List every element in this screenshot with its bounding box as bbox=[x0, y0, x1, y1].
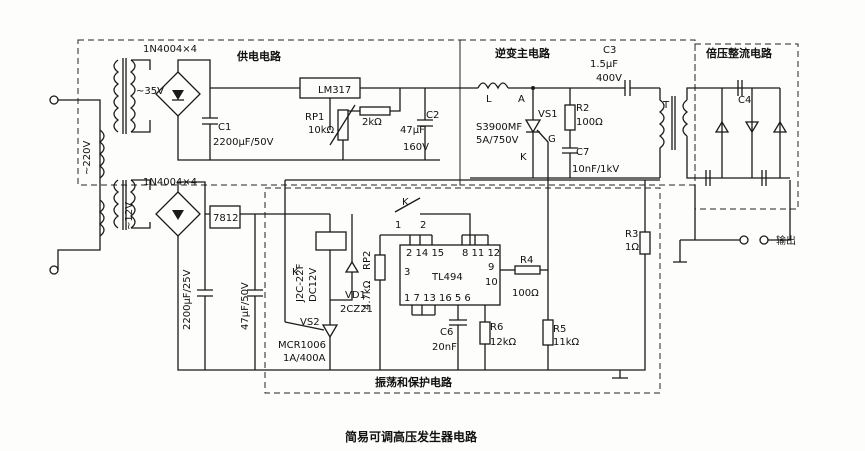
label-ic-pins-top-left: 2 14 15 bbox=[406, 248, 444, 259]
section-oscillation-protection: 振荡和保护电路 bbox=[375, 375, 453, 389]
label-t: T bbox=[662, 100, 670, 111]
label-r3: R3 bbox=[625, 229, 638, 240]
label-c-47: 47μF/50V bbox=[240, 282, 251, 330]
power-supply-box bbox=[77, 39, 461, 186]
diagram-caption: 简易可调高压发生器电路 bbox=[345, 429, 478, 444]
output-terminal-2 bbox=[759, 235, 769, 245]
resistor-r4 bbox=[514, 265, 541, 275]
label-c4: C4 bbox=[738, 95, 751, 106]
label-l: L bbox=[486, 94, 492, 105]
label-12v: ~12V bbox=[124, 202, 135, 230]
label-mcr-rating: 1A/400A bbox=[283, 353, 326, 364]
label-c-2200: 2200μF/25V bbox=[182, 269, 193, 330]
label-vs1: VS1 bbox=[538, 109, 558, 120]
label-s3900mf: S3900MF bbox=[476, 122, 522, 133]
label-vs2: VS2 bbox=[300, 317, 320, 328]
label-c2: C2 bbox=[426, 110, 439, 121]
label-c3-voltage: 400V bbox=[596, 73, 622, 84]
label-pin3: 3 bbox=[404, 267, 410, 278]
label-r4: R4 bbox=[520, 255, 533, 266]
relay-switch-k bbox=[394, 197, 421, 213]
label-bridge2: 1N4004×4 bbox=[143, 177, 197, 188]
section-power-supply: 供电电路 bbox=[236, 49, 282, 63]
resistor-r3 bbox=[639, 231, 651, 255]
label-r6-value: 12kΩ bbox=[490, 337, 517, 348]
output-terminal-1 bbox=[739, 235, 749, 245]
label-2k: 2kΩ bbox=[362, 117, 382, 128]
section-inverter: 逆变主电路 bbox=[495, 46, 551, 60]
label-c2-voltage: 160V bbox=[403, 142, 429, 153]
label-c2-value: 47μF bbox=[400, 125, 425, 136]
rp2-potentiometer bbox=[374, 254, 386, 281]
label-7812: 7812 bbox=[213, 213, 238, 224]
label-output: 输出 bbox=[776, 234, 796, 247]
label-220v: ~220V bbox=[82, 141, 93, 175]
label-pin1: 1 bbox=[395, 220, 401, 231]
label-c6-value: 20nF bbox=[432, 342, 457, 353]
label-lm317: LM317 bbox=[318, 85, 351, 96]
label-pin10: 10 bbox=[485, 277, 498, 288]
section-voltage-doubler: 倍压整流电路 bbox=[706, 46, 773, 60]
label-c1: C1 bbox=[218, 122, 231, 133]
label-tl494: TL494 bbox=[431, 272, 463, 283]
label-rp1: RP1 bbox=[305, 112, 324, 123]
label-r5: R5 bbox=[553, 324, 566, 335]
label-rp2-value: 4.7kΩ bbox=[362, 280, 373, 310]
tl494-ic bbox=[399, 244, 501, 306]
label-ic-pins-top-right: 8 11 12 bbox=[462, 248, 500, 259]
resistor-r6 bbox=[479, 321, 491, 345]
label-r3-value: 1Ω bbox=[625, 242, 639, 253]
voltage-doubler-box bbox=[694, 43, 799, 210]
label-vd1-model: 2CZ21 bbox=[340, 304, 373, 315]
label-r2: R2 bbox=[576, 103, 589, 114]
label-ic-pins-bottom: 1 7 13 16 5 6 bbox=[404, 293, 471, 304]
resistor-2k bbox=[359, 106, 391, 116]
ac-input-terminal-top bbox=[49, 95, 59, 105]
label-relay-voltage: DC12V bbox=[308, 268, 319, 302]
label-pin2: 2 bbox=[420, 220, 426, 231]
scr-vs2 bbox=[321, 324, 339, 339]
label-r4-value: 100Ω bbox=[512, 288, 539, 299]
label-c7-value: 10nF/1kV bbox=[572, 164, 619, 175]
label-rp2: RP2 bbox=[362, 251, 373, 270]
label-r5-value: 11kΩ bbox=[553, 337, 580, 348]
label-rp1-value: 10kΩ bbox=[308, 125, 335, 136]
label-mcr: MCR1006 bbox=[278, 340, 326, 351]
label-relay-model: J2C-22F bbox=[295, 263, 306, 303]
label-r6: R6 bbox=[490, 322, 503, 333]
label-s3900mf-rating: 5A/750V bbox=[476, 135, 519, 146]
scr-vs1 bbox=[524, 119, 542, 134]
label-r2-value: 100Ω bbox=[576, 117, 603, 128]
relay-k-coil bbox=[315, 231, 347, 251]
resistor-r5 bbox=[542, 319, 554, 346]
label-g: G bbox=[548, 134, 556, 145]
label-c6: C6 bbox=[440, 327, 453, 338]
label-c7: C7 bbox=[576, 147, 589, 158]
label-vd1: VD1 bbox=[345, 290, 366, 301]
label-pin9: 9 bbox=[488, 262, 494, 273]
inductor-l bbox=[477, 82, 509, 90]
label-c3-value: 1.5μF bbox=[590, 59, 618, 70]
ac-input-terminal-bottom bbox=[49, 265, 59, 275]
resistor-r2 bbox=[564, 104, 576, 131]
label-35v: ~35V bbox=[136, 86, 164, 97]
7812-regulator bbox=[209, 205, 241, 229]
label-a: A bbox=[518, 94, 525, 105]
label-c1-value: 2200μF/50V bbox=[213, 137, 274, 148]
label-relay-k: K bbox=[292, 267, 299, 278]
label-k1: K bbox=[520, 152, 527, 163]
label-bridge1: 1N4004×4 bbox=[143, 44, 197, 55]
label-k2: K bbox=[402, 197, 409, 208]
label-c3: C3 bbox=[603, 45, 616, 56]
